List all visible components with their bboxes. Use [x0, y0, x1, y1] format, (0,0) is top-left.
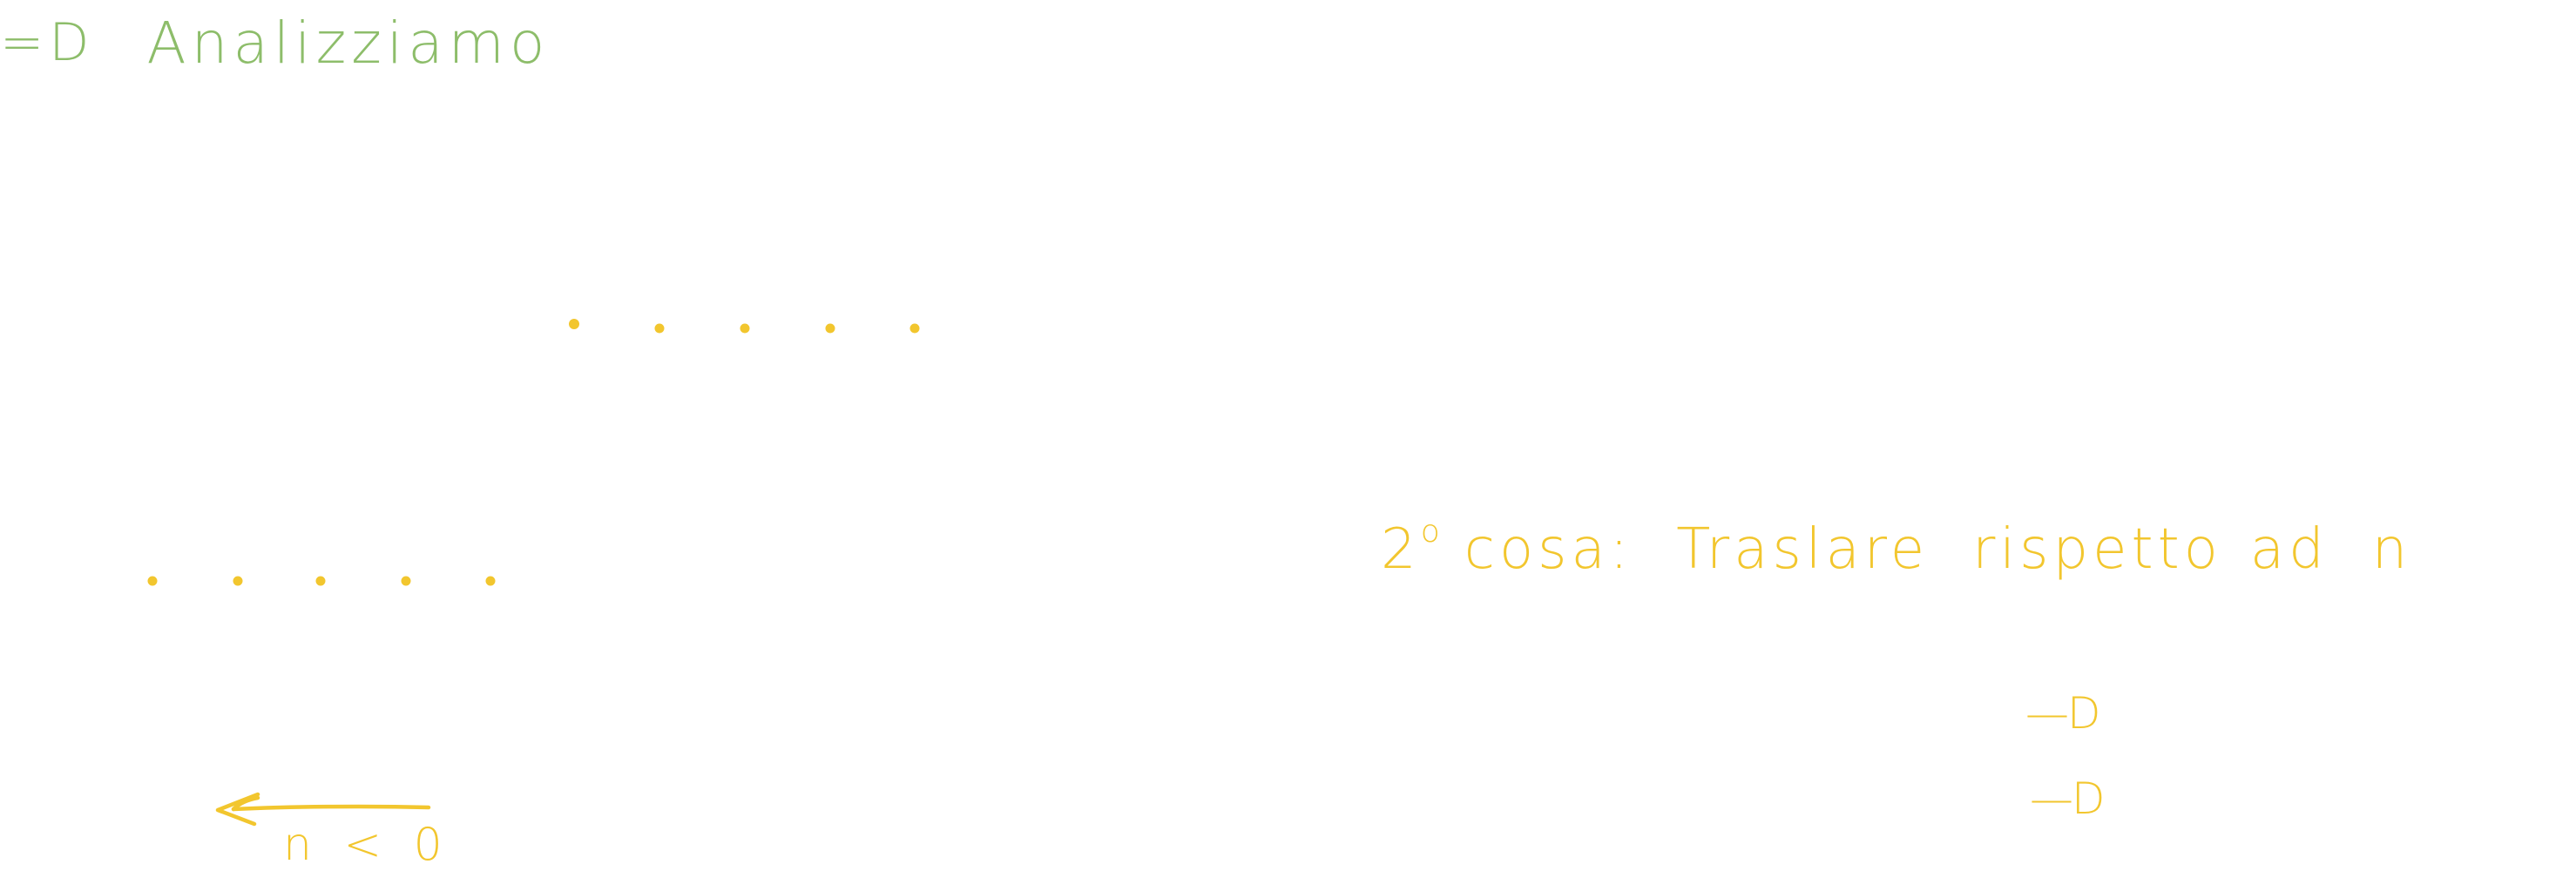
heading: =D Analizziamo — [0, 3, 550, 82]
note-line: 2o cosa: Traslare rispetto ad n — [1381, 514, 2411, 597]
dot — [654, 323, 665, 334]
dot — [315, 576, 326, 586]
bullet-arrow-2: —D — [2030, 773, 2106, 824]
ordinal: 2o — [1381, 514, 1440, 582]
word-n: n — [2371, 517, 2412, 582]
dot — [401, 576, 411, 586]
condition-label: n < 0 — [283, 819, 451, 871]
word-cosa: cosa: — [1464, 517, 1633, 582]
implies-arrow: =D — [0, 12, 95, 73]
dot — [825, 323, 835, 334]
word-traslare: Traslare — [1676, 517, 1930, 582]
dot — [740, 323, 750, 334]
word-ad: ad — [2249, 517, 2329, 582]
dot — [569, 319, 579, 329]
dot — [147, 576, 158, 586]
dot — [485, 576, 496, 586]
word-rispetto: rispetto — [1972, 517, 2222, 582]
heading-text: Analizziamo — [146, 9, 551, 77]
bullet-arrow-1: —D — [2025, 688, 2101, 739]
dot — [909, 323, 920, 334]
left-arrow-icon — [215, 792, 431, 827]
dot — [233, 576, 243, 586]
